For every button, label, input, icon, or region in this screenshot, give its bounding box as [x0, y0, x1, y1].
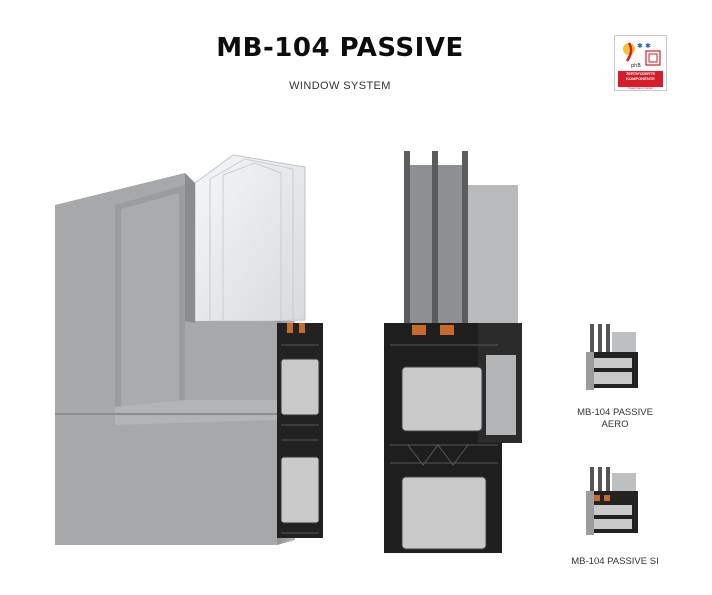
- variant-si-name: MB-104 PASSIVE SI: [571, 556, 659, 567]
- page-title: MB-104 PASSIVE: [216, 33, 464, 63]
- variant-si-caption: MB-104 PASSIVE SI: [565, 556, 665, 568]
- passivhaus-logo-icon: ✱ ✱ phB: [623, 42, 661, 69]
- badge-institute: Passivhaus Institut: [627, 86, 653, 90]
- svg-text:✱: ✱: [637, 42, 643, 50]
- badge-line-2: KOMPONENTE: [626, 76, 655, 81]
- profile-cross-section-render: [384, 151, 522, 553]
- certification-label: ZERTIFIZIERTE KOMPONENTE: [618, 71, 663, 87]
- variant-si-thumbnail: [586, 467, 638, 535]
- window-corner-render: [55, 154, 323, 545]
- variant-aero-name: MB-104 PASSIVE: [577, 407, 653, 418]
- svg-text:phB: phB: [631, 63, 641, 69]
- variant-aero-suffix: AERO: [601, 419, 629, 430]
- certification-badge: ✱ ✱ phB ZERTIFIZIERTE KOMPONENTE Passivh…: [614, 35, 667, 91]
- badge-line-1: ZERTIFIZIERTE: [625, 71, 656, 76]
- page-subtitle: WINDOW SYSTEM: [289, 80, 391, 92]
- variant-aero-thumbnail: [586, 324, 638, 390]
- svg-text:✱: ✱: [645, 42, 651, 50]
- variant-aero-caption: MB-104 PASSIVE AERO: [575, 407, 655, 431]
